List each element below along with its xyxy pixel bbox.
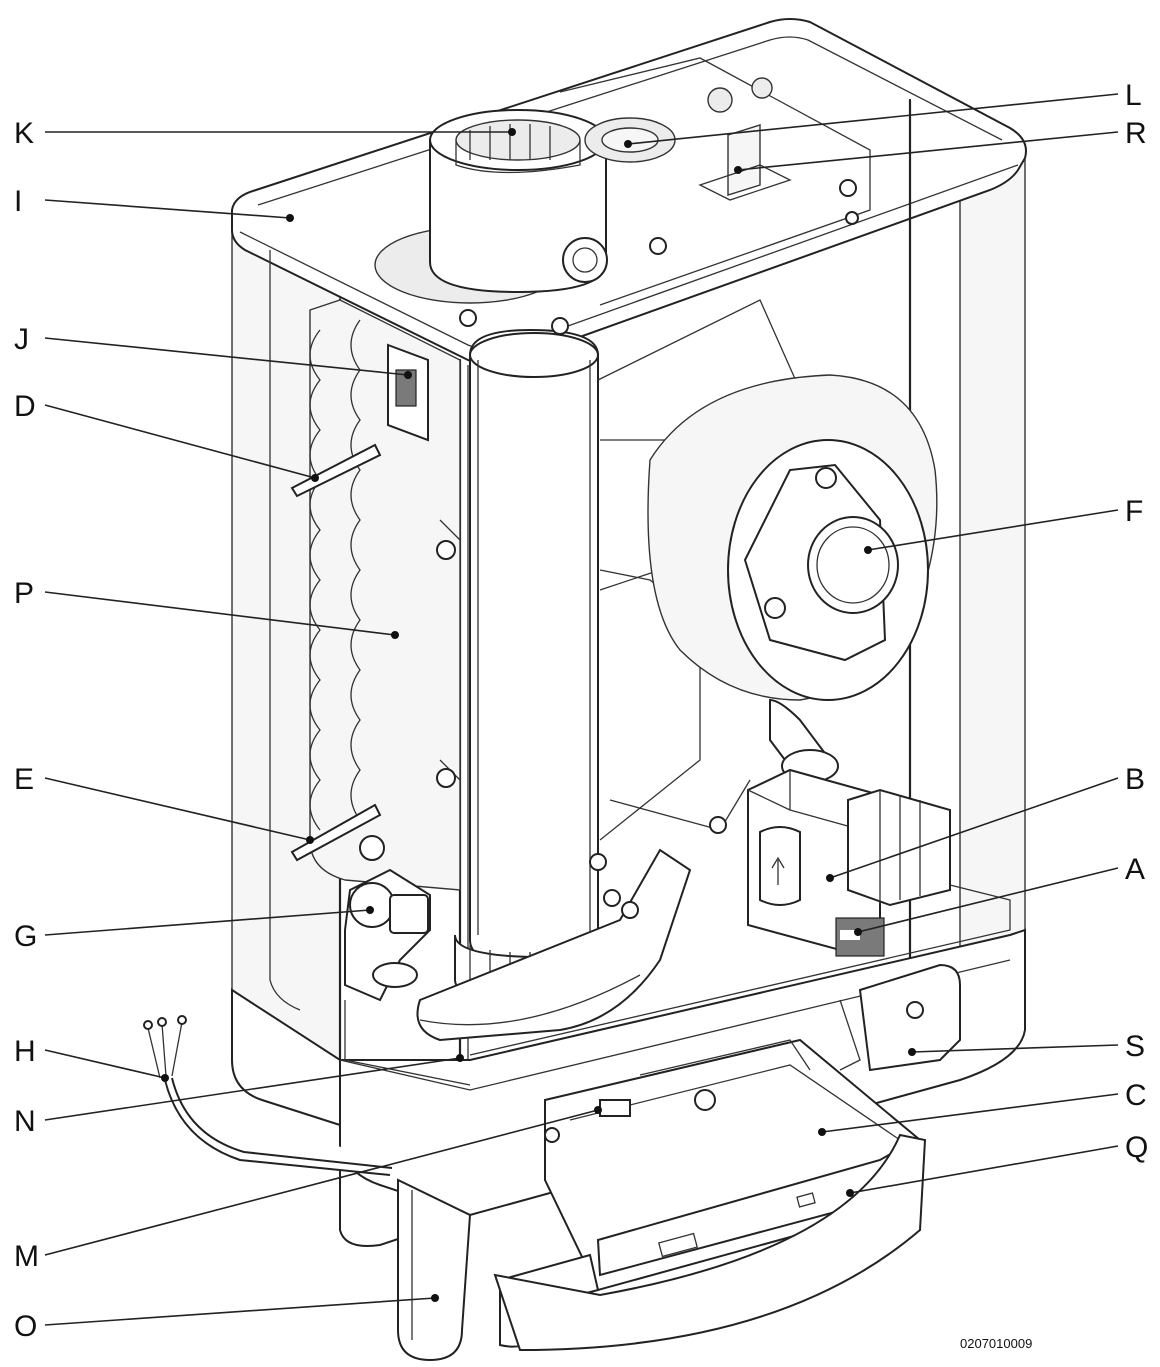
label-d: D [14,390,36,423]
label-q: Q [1125,1131,1148,1164]
label-n: N [14,1105,36,1138]
label-e: E [14,763,34,796]
control-panel [493,963,961,1352]
fan-assembly [647,374,938,783]
central-pipe [454,328,609,1004]
label-o: O [14,1310,37,1343]
label-r: R [1125,117,1147,150]
label-l: L [1125,79,1142,112]
label-m: M [14,1240,39,1273]
heat-exchanger [290,299,461,891]
label-k: K [14,117,34,150]
drain-pipe [397,1178,472,1362]
label-h: H [14,1035,36,1068]
flue-assembly [374,77,792,304]
label-b: B [1125,763,1145,796]
power-cable [143,1015,393,1176]
gas-valve [747,768,951,957]
label-f: F [1125,495,1143,528]
diverter-valve [344,868,431,1002]
label-s: S [1125,1030,1145,1063]
label-i: I [14,185,22,218]
label-g: G [14,920,37,953]
leader-lines [44,93,1119,1326]
label-c: C [1125,1079,1147,1112]
label-a: A [1125,853,1145,886]
base-plate [416,848,692,1042]
label-j: J [14,323,29,356]
figure-reference-number: 0207010009 [960,1336,1032,1351]
label-p: P [14,577,34,610]
